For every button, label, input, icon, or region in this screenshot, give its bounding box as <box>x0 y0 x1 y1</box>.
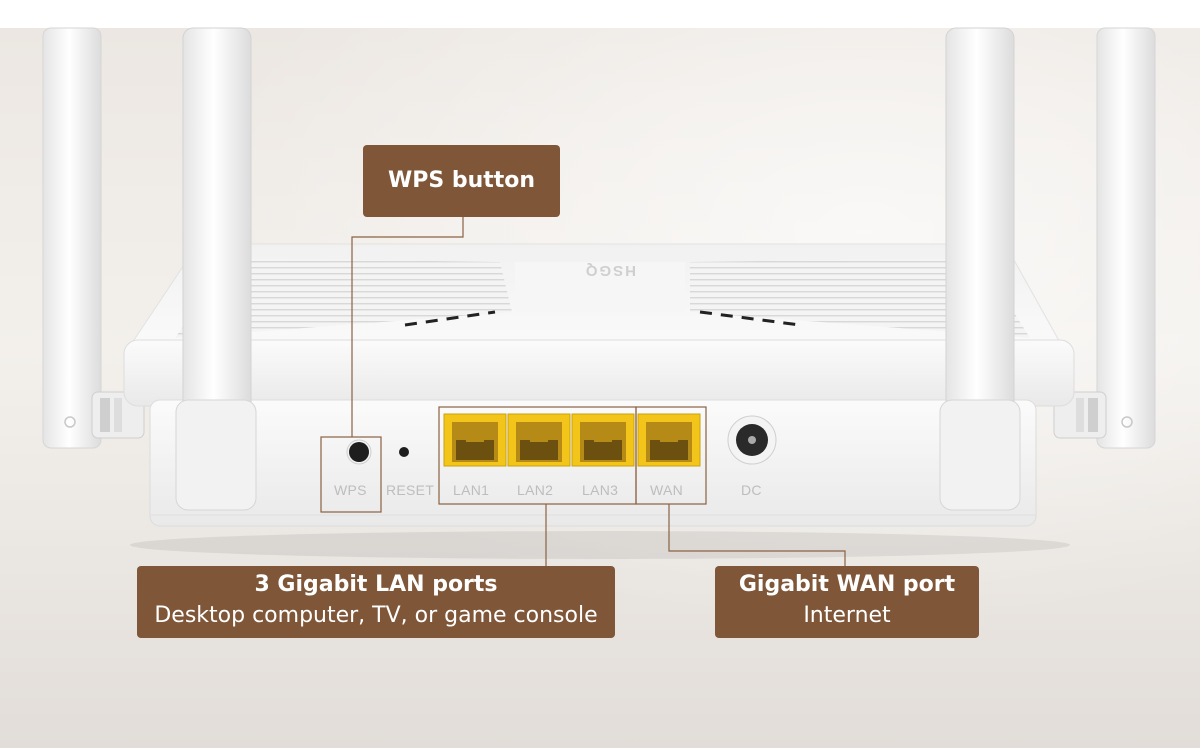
port-label-dc: DC <box>741 482 762 498</box>
port-label-wps: WPS <box>334 482 367 498</box>
wps-leader-line <box>351 217 464 437</box>
port-label-lan1: LAN1 <box>453 482 489 498</box>
wan-callout-subtitle: Internet <box>803 603 891 628</box>
lan-callout-subtitle: Desktop computer, TV, or game console <box>154 603 598 628</box>
reset-hole <box>399 447 409 457</box>
wan-callout: Gigabit WAN port Internet <box>715 566 979 638</box>
lan-port-3 <box>571 413 635 467</box>
port-label-wan: WAN <box>650 482 683 498</box>
antenna-far-right <box>1053 27 1156 449</box>
antenna-right <box>939 27 1021 511</box>
wan-callout-title: Gigabit WAN port <box>738 572 956 597</box>
wps-callout: WPS button <box>363 145 560 217</box>
router-top: HSGQ <box>129 243 1063 347</box>
antenna-left <box>175 27 257 511</box>
lan-callout-title: 3 Gigabit LAN ports <box>254 572 498 597</box>
router-shadow <box>130 531 1070 559</box>
wps-highlight-frame <box>320 436 382 513</box>
wan-leader-line <box>668 504 846 566</box>
wan-highlight-frame <box>635 406 707 505</box>
lan-port-1 <box>443 413 507 467</box>
lan-port-2 <box>507 413 571 467</box>
wps-callout-title: WPS button <box>387 168 536 193</box>
brand-logo: HSGQ <box>584 262 636 279</box>
port-label-reset: RESET <box>386 482 434 498</box>
port-label-lan3: LAN3 <box>582 482 618 498</box>
wps-button <box>346 439 372 465</box>
dc-jack <box>727 415 777 465</box>
lan-callout: 3 Gigabit LAN ports Desktop computer, TV… <box>137 566 615 638</box>
port-label-lan2: LAN2 <box>517 482 553 498</box>
wan-port <box>637 413 701 467</box>
